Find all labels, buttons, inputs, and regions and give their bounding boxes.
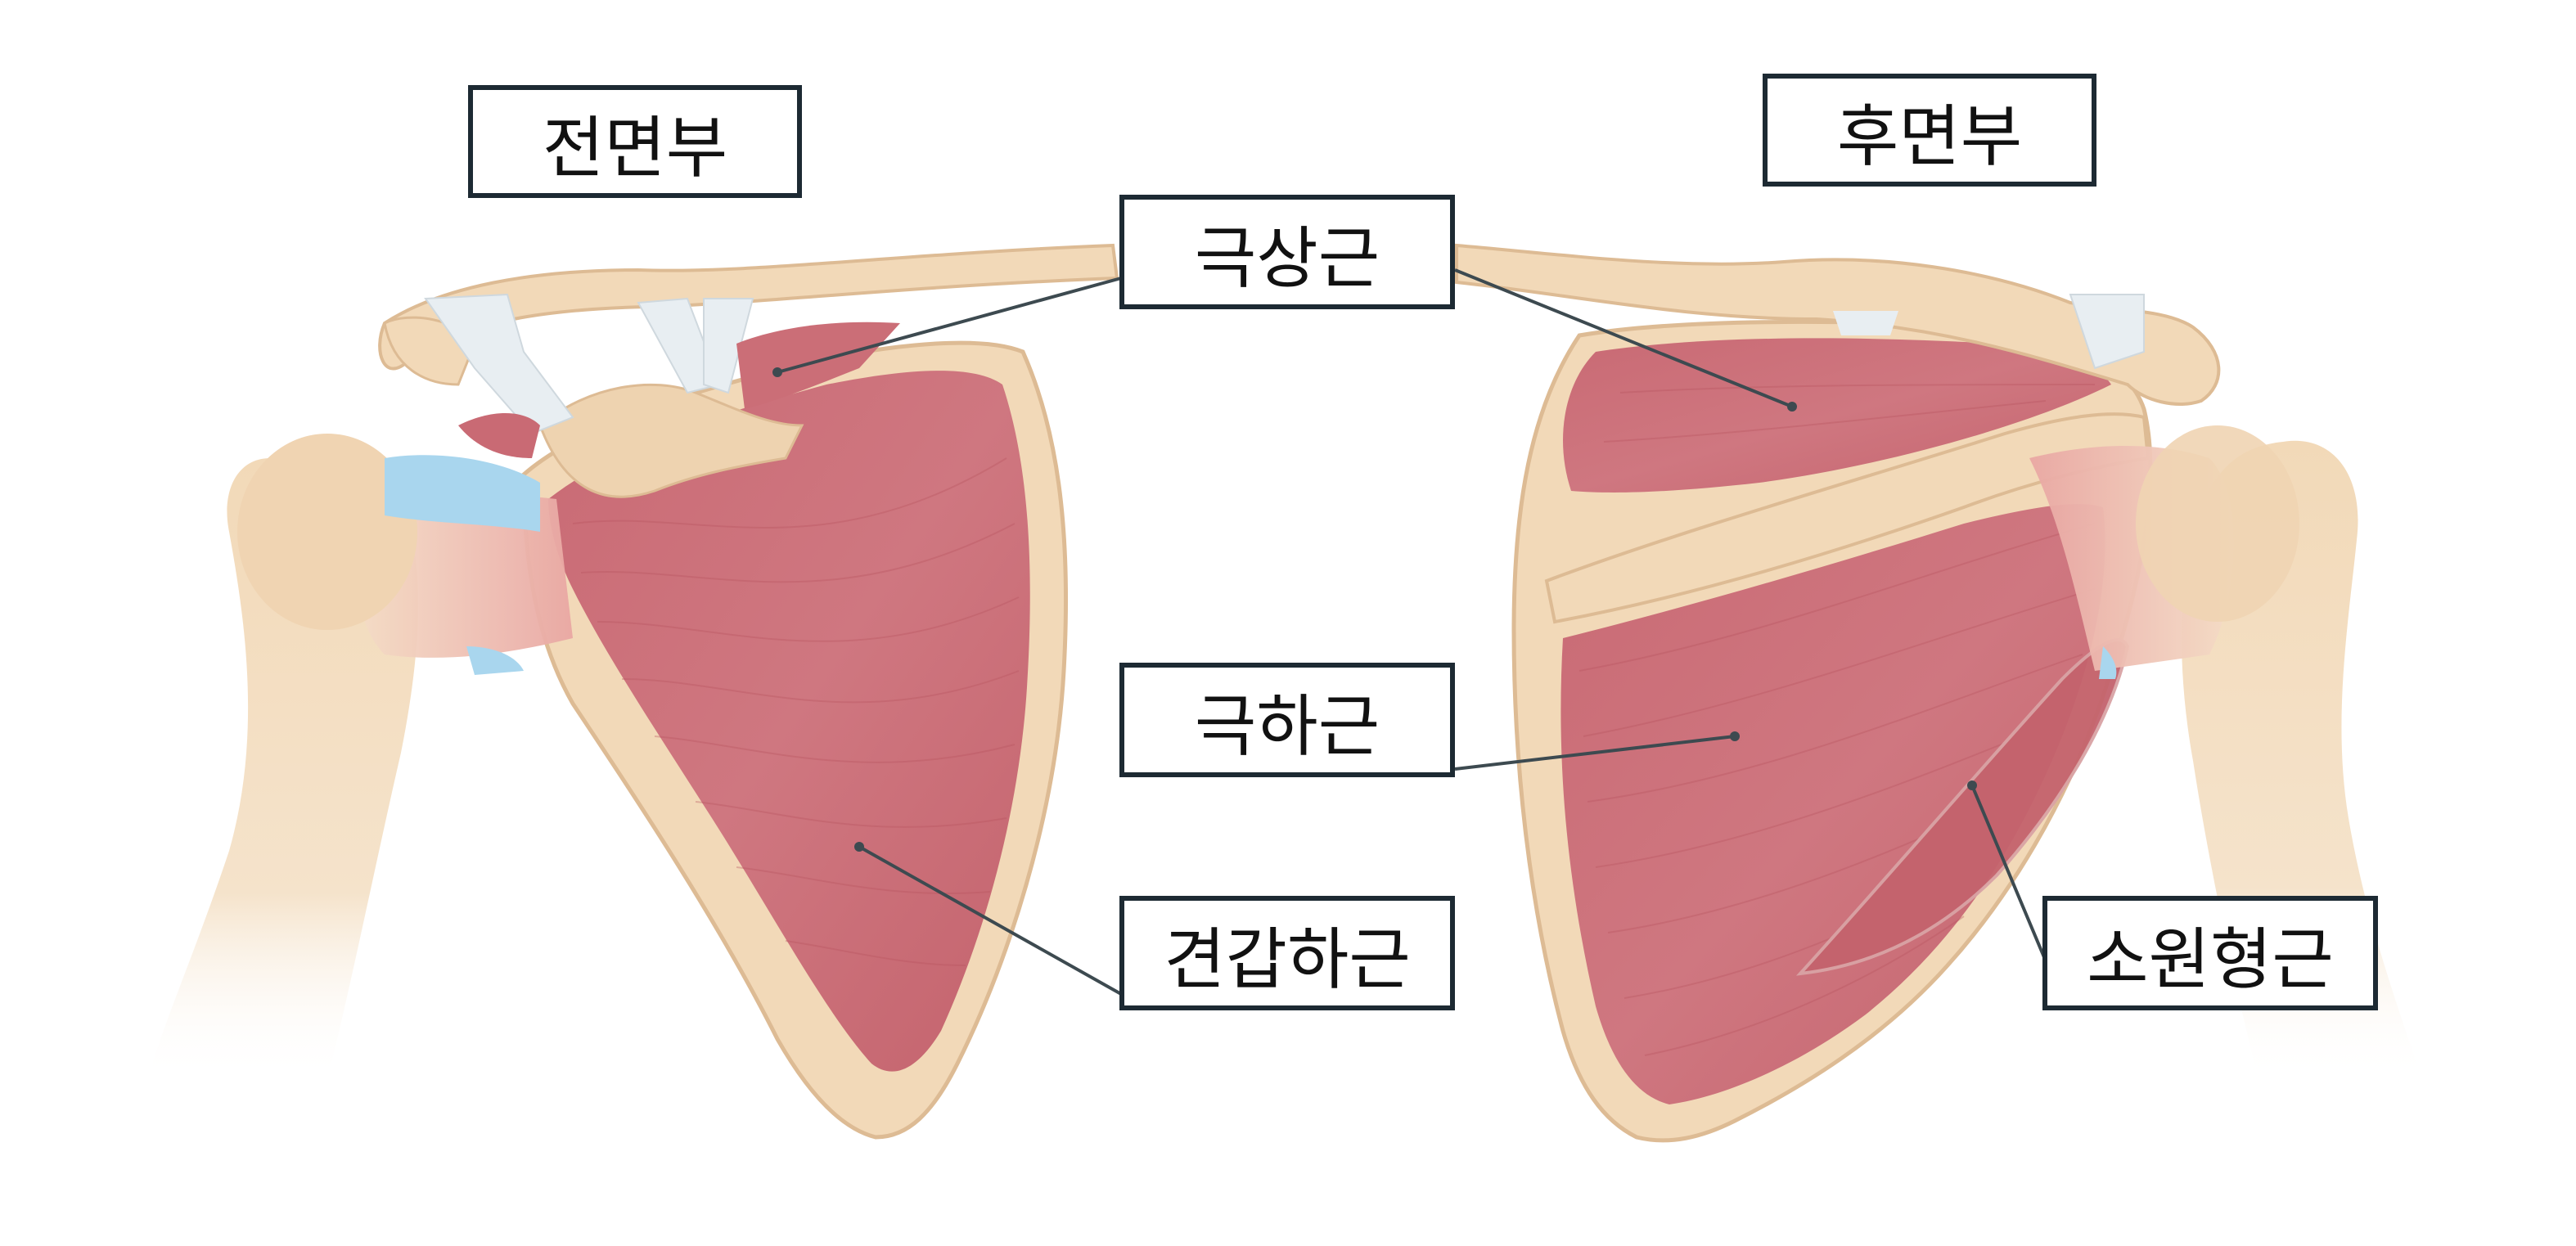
label-teres-minor: 소원형근 <box>2042 896 2378 1010</box>
front-humeral-head <box>237 434 417 630</box>
leader-supraspinatus-front <box>777 277 1122 374</box>
supraspinatus-muscle <box>1563 338 2111 493</box>
view-label-back: 후면부 <box>1763 74 2096 187</box>
front-supraspinatus <box>736 322 900 409</box>
leader-supraspinatus-back <box>1454 268 1793 408</box>
back-humeral-head <box>2136 425 2299 622</box>
leader-lines <box>777 268 2046 996</box>
leader-infraspinatus <box>1454 735 1736 771</box>
subscapularis-muscle <box>548 371 1030 1072</box>
front-coracoid <box>538 383 804 498</box>
front-ligament <box>424 293 574 435</box>
label-infraspinatus: 극하근 <box>1119 663 1455 777</box>
view-label-front: 전면부 <box>468 85 802 198</box>
label-supraspinatus: 극상근 <box>1119 195 1455 309</box>
front-glenoid-cartilage <box>385 455 540 532</box>
leader-subscapularis <box>858 845 1122 996</box>
back-clavicle <box>1455 243 2221 406</box>
infraspinatus-muscle <box>1560 504 2105 1104</box>
leader-teres-minor <box>1970 785 2046 958</box>
front-shoulder <box>147 243 1119 1140</box>
label-subscapularis: 견갑하근 <box>1119 896 1455 1010</box>
